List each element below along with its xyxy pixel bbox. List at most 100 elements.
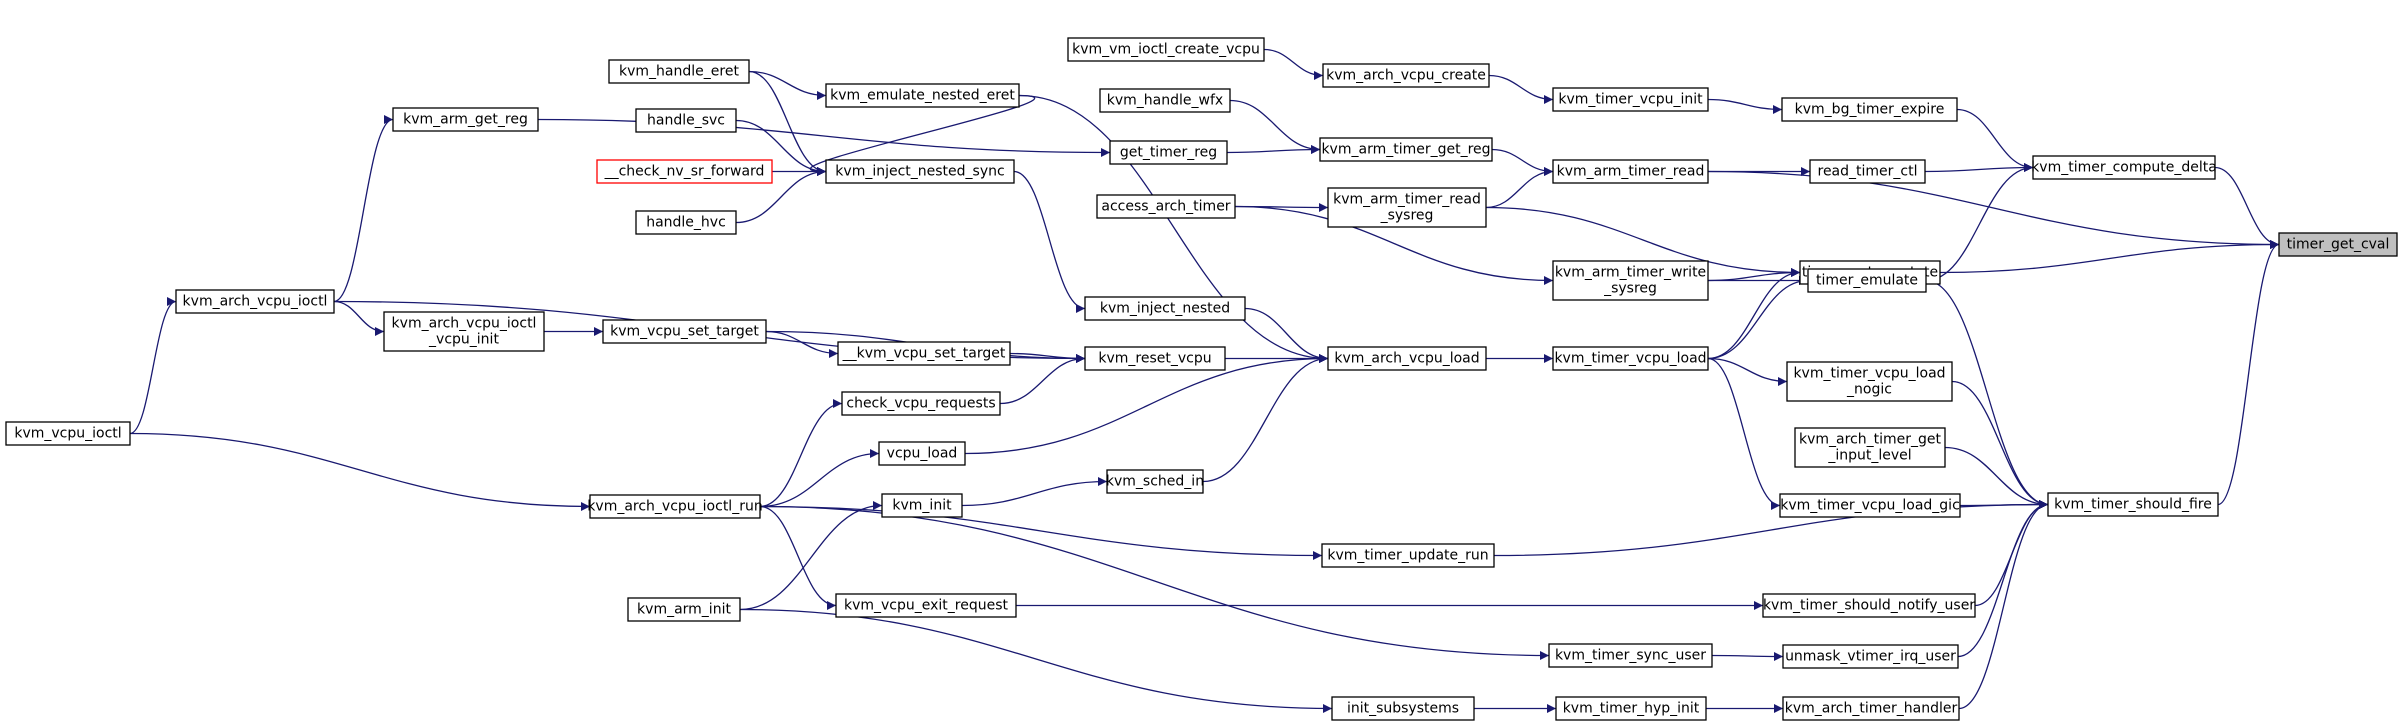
node-kvm_vcpu_ioctl[interactable]: kvm_vcpu_ioctl — [5, 421, 131, 446]
node-label: kvm_handle_wfx — [1107, 93, 1223, 109]
node-label: kvm_bg_timer_expire — [1795, 102, 1945, 118]
node-label: check_vcpu_requests — [846, 396, 995, 412]
node-kvm_bg_timer_expire[interactable]: kvm_bg_timer_expire — [1781, 97, 1958, 122]
node-label: kvm_arch_timer_handler — [1785, 701, 1958, 717]
edge-unmask_vtimer_irq_user-to-kvm_timer_should_fire — [1957, 500, 2049, 658]
node-box — [1327, 187, 1487, 228]
node-box — [2278, 232, 2398, 257]
edge-kvm_handle_eret-to-kvm_emulate_nested_eret — [748, 70, 827, 100]
node-kvm_timer_sync_user[interactable]: kvm_timer_sync_user — [1548, 643, 1713, 668]
node-box — [1084, 346, 1226, 371]
node-label: read_timer_ctl — [1818, 164, 1918, 180]
node-box — [1782, 696, 1960, 721]
node-kvm_vcpu_set_target[interactable]: kvm_vcpu_set_target — [602, 319, 767, 344]
node-label: __check_nv_sr_forward — [604, 164, 765, 180]
edge-kvm_vm_ioctl_create_vcpu-to-kvm_arch_vcpu_create — [1263, 48, 1324, 80]
node-kvm_timer_compute_delta[interactable]: kvm_timer_compute_delta — [2031, 155, 2217, 180]
node-label: kvm_timer_should_fire — [2054, 497, 2212, 513]
node-kvm_timer_vcpu_init[interactable]: kvm_timer_vcpu_init — [1552, 87, 1709, 112]
node-kvm_arch_vcpu_ioctl_vcpu_init[interactable]: kvm_arch_vcpu_ioctl_vcpu_init — [383, 311, 545, 352]
edge-kvm_arch_vcpu_ioctl_run-to-vcpu_load — [759, 449, 880, 508]
edge-kvm_arm_init-to-init_subsystems — [739, 608, 1333, 713]
node-handle_hvc[interactable]: handle_hvc — [635, 210, 737, 235]
node-kvm_sched_in[interactable]: kvm_sched_in — [1106, 469, 1204, 494]
node-kvm_vm_ioctl_create_vcpu[interactable]: kvm_vm_ioctl_create_vcpu — [1067, 37, 1265, 62]
node-box — [841, 391, 1001, 416]
node-kvm_reset_vcpu[interactable]: kvm_reset_vcpu — [1084, 346, 1226, 371]
node-kvm_arm_init[interactable]: kvm_arm_init — [627, 597, 741, 622]
node-kvm_emulate_nested_eret[interactable]: kvm_emulate_nested_eret — [825, 83, 1020, 108]
edges-layer — [129, 48, 2280, 713]
node-box — [1106, 469, 1204, 494]
node-label: kvm_arch_timer_get — [1799, 432, 1942, 448]
node-access_arch_timer[interactable]: access_arch_timer — [1096, 194, 1236, 219]
node-timer_emulate[interactable]: timer_emulate — [1807, 268, 1927, 293]
node-label: kvm_arch_vcpu_ioctl — [392, 316, 537, 332]
edge-kvm_arch_vcpu_create-to-kvm_timer_vcpu_init — [1488, 74, 1554, 104]
node-get_timer_reg[interactable]: get_timer_reg — [1109, 140, 1228, 165]
node-kvm_arch_vcpu_ioctl_run[interactable]: kvm_arch_vcpu_ioctl_run — [587, 494, 763, 519]
node-box — [1762, 593, 1976, 618]
node-label: init_subsystems — [1347, 701, 1459, 717]
node-handle_svc[interactable]: handle_svc — [635, 108, 737, 133]
edge-kvm_emulate_nested_eret-to-kvm_arch_vcpu_load — [1018, 94, 1329, 363]
node-kvm_arm_timer_read[interactable]: kvm_arm_timer_read — [1552, 159, 1709, 184]
edge-kvm_arm_timer_read_sysreg-to-timer_restore_state — [1485, 206, 1801, 277]
node-label: handle_hvc — [646, 215, 726, 231]
node-label: kvm_arm_timer_read — [1333, 192, 1481, 208]
node-read_timer_ctl[interactable]: read_timer_ctl — [1809, 159, 1926, 184]
node-kvm_inject_nested_sync[interactable]: kvm_inject_nested_sync — [825, 159, 1015, 184]
node-box — [1109, 140, 1228, 165]
node-check_vcpu_requests[interactable]: check_vcpu_requests — [841, 391, 1001, 416]
node-kvm_timer_vcpu_load_nogic[interactable]: kvm_timer_vcpu_load_nogic — [1786, 361, 1953, 402]
node-box — [635, 210, 737, 235]
node-kvm_handle_eret[interactable]: kvm_handle_eret — [608, 59, 750, 84]
node-kvm_timer_hyp_init[interactable]: kvm_timer_hyp_init — [1555, 696, 1707, 721]
node-__kvm_vcpu_set_target[interactable]: __kvm_vcpu_set_target — [837, 341, 1011, 366]
node-box — [1331, 696, 1475, 721]
node-label: kvm_inject_nested_sync — [835, 164, 1004, 180]
edge-kvm_arch_vcpu_ioctl-to-kvm_arm_get_reg — [333, 115, 394, 303]
node-kvm_timer_should_notify_user[interactable]: kvm_timer_should_notify_user — [1762, 593, 1976, 618]
node-kvm_handle_wfx[interactable]: kvm_handle_wfx — [1099, 88, 1231, 113]
edge-kvm_timer_vcpu_load_nogic-to-kvm_timer_should_fire — [1951, 380, 2049, 509]
node-kvm_arch_vcpu_ioctl[interactable]: kvm_arch_vcpu_ioctl — [175, 289, 335, 314]
node-init_subsystems[interactable]: init_subsystems — [1331, 696, 1475, 721]
node-kvm_vcpu_exit_request[interactable]: kvm_vcpu_exit_request — [835, 593, 1017, 618]
node-kvm_arch_vcpu_load[interactable]: kvm_arch_vcpu_load — [1327, 346, 1487, 371]
node-kvm_init[interactable]: kvm_init — [881, 493, 963, 518]
node-label: kvm_arm_init — [637, 602, 731, 618]
node-kvm_timer_vcpu_load[interactable]: kvm_timer_vcpu_load — [1552, 346, 1709, 371]
node-label: kvm_inject_nested — [1100, 301, 1230, 317]
node-unmask_vtimer_irq_user[interactable]: unmask_vtimer_irq_user — [1782, 644, 1959, 669]
edge-kvm_arm_get_reg-to-get_timer_reg — [537, 118, 1111, 157]
node-label: kvm_timer_should_notify_user — [1763, 598, 1975, 614]
node-kvm_inject_nested[interactable]: kvm_inject_nested — [1084, 296, 1246, 321]
edge-kvm_vcpu_ioctl-to-kvm_arch_vcpu_ioctl — [129, 297, 177, 435]
node-label: kvm_timer_vcpu_load_gic — [1780, 498, 1960, 514]
node-vcpu_load[interactable]: vcpu_load — [878, 441, 966, 466]
node-box — [1084, 296, 1246, 321]
node-label: access_arch_timer — [1101, 199, 1230, 215]
node-label: kvm_arch_vcpu_ioctl_run — [587, 499, 762, 515]
node-kvm_arm_get_reg[interactable]: kvm_arm_get_reg — [392, 107, 539, 132]
node-timer_get_cval[interactable]: timer_get_cval — [2278, 232, 2398, 257]
node-label: kvm_arm_timer_get_reg — [1321, 142, 1490, 158]
node-kvm_arm_timer_write_sysreg[interactable]: kvm_arm_timer_write_sysreg — [1552, 260, 1709, 301]
node-kvm_timer_update_run[interactable]: kvm_timer_update_run — [1321, 543, 1495, 568]
node-__check_nv_sr_forward[interactable]: __check_nv_sr_forward — [596, 159, 773, 184]
node-kvm_arm_timer_get_reg[interactable]: kvm_arm_timer_get_reg — [1319, 137, 1493, 162]
edge-kvm_handle_wfx-to-kvm_arm_timer_get_reg — [1229, 99, 1321, 154]
node-kvm_timer_vcpu_load_gic[interactable]: kvm_timer_vcpu_load_gic — [1779, 493, 1961, 518]
node-label: kvm_vcpu_exit_request — [844, 598, 1009, 614]
node-kvm_timer_should_fire[interactable]: kvm_timer_should_fire — [2047, 492, 2219, 517]
node-kvm_arch_vcpu_create[interactable]: kvm_arch_vcpu_create — [1322, 63, 1490, 88]
node-box — [1779, 493, 1961, 518]
edge-kvm_inject_nested-to-kvm_arch_vcpu_load — [1244, 307, 1329, 363]
node-kvm_arch_timer_handler[interactable]: kvm_arch_timer_handler — [1782, 696, 1960, 721]
node-kvm_arm_timer_read_sysreg[interactable]: kvm_arm_timer_read_sysreg — [1327, 187, 1487, 228]
node-kvm_arch_timer_get_input_level[interactable]: kvm_arch_timer_get_input_level — [1794, 427, 1946, 468]
node-box — [837, 341, 1011, 366]
edge-kvm_vcpu_set_target-to-__kvm_vcpu_set_target — [765, 330, 839, 358]
edge-kvm_timer_should_fire-to-timer_get_cval — [2217, 240, 2280, 506]
